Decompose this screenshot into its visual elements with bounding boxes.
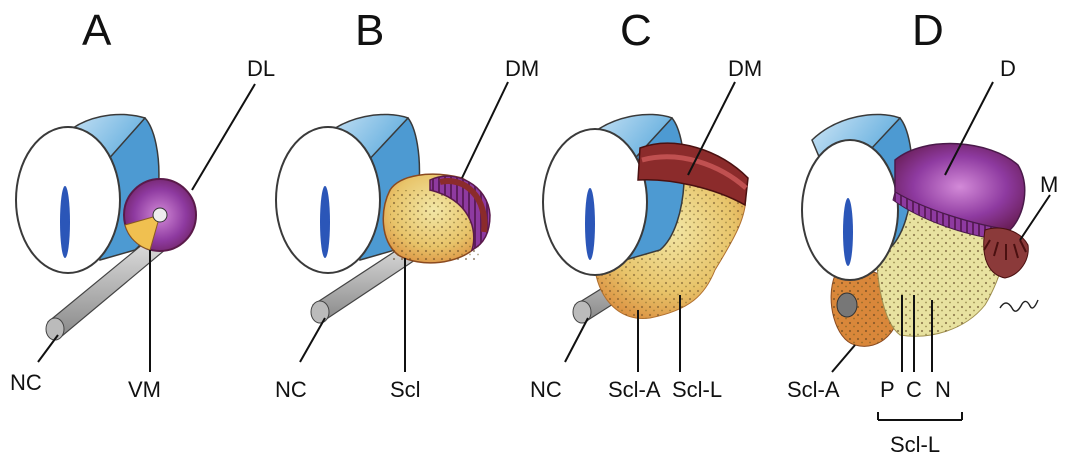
notochord xyxy=(836,292,858,318)
label-scl-a-d: Scl-A xyxy=(787,377,840,402)
panel-c: C DM NC Scl-A Scl-L xyxy=(530,6,762,402)
label-c: C xyxy=(906,377,922,402)
label-scl-a-c: Scl-A xyxy=(608,377,661,402)
label-dm-c: DM xyxy=(728,56,762,81)
neural-tube xyxy=(801,113,913,281)
lumen xyxy=(843,198,853,266)
dermomyotome xyxy=(637,142,749,207)
label-dm-b: DM xyxy=(505,56,539,81)
lumen xyxy=(585,188,595,260)
label-nc-c: NC xyxy=(530,377,562,402)
panel-letter-b: B xyxy=(355,6,384,55)
myotome xyxy=(983,227,1029,279)
panel-a: A DL NC VM xyxy=(10,6,275,402)
lumen xyxy=(60,186,70,258)
label-nc-a: NC xyxy=(10,370,42,395)
signature xyxy=(999,299,1039,312)
panel-b: B DM NC Scl xyxy=(275,6,539,402)
somite xyxy=(123,178,197,252)
panel-letter-a: A xyxy=(82,6,112,55)
panel-letter-d: D xyxy=(912,6,944,55)
panel-d: D xyxy=(787,6,1058,457)
label-vm: VM xyxy=(128,377,161,402)
label-m: M xyxy=(1040,172,1058,197)
label-dl: DL xyxy=(247,56,275,81)
label-p: P xyxy=(880,377,895,402)
lumen xyxy=(320,186,330,258)
panel-letter-c: C xyxy=(620,6,652,55)
label-d: D xyxy=(1000,56,1016,81)
label-scl-l-c: Scl-L xyxy=(672,377,722,402)
label-nc-b: NC xyxy=(275,377,307,402)
label-scl-l-d: Scl-L xyxy=(890,432,940,457)
somite xyxy=(382,173,491,264)
label-n: N xyxy=(935,377,951,402)
notochord xyxy=(45,229,173,341)
label-scl: Scl xyxy=(390,377,421,402)
